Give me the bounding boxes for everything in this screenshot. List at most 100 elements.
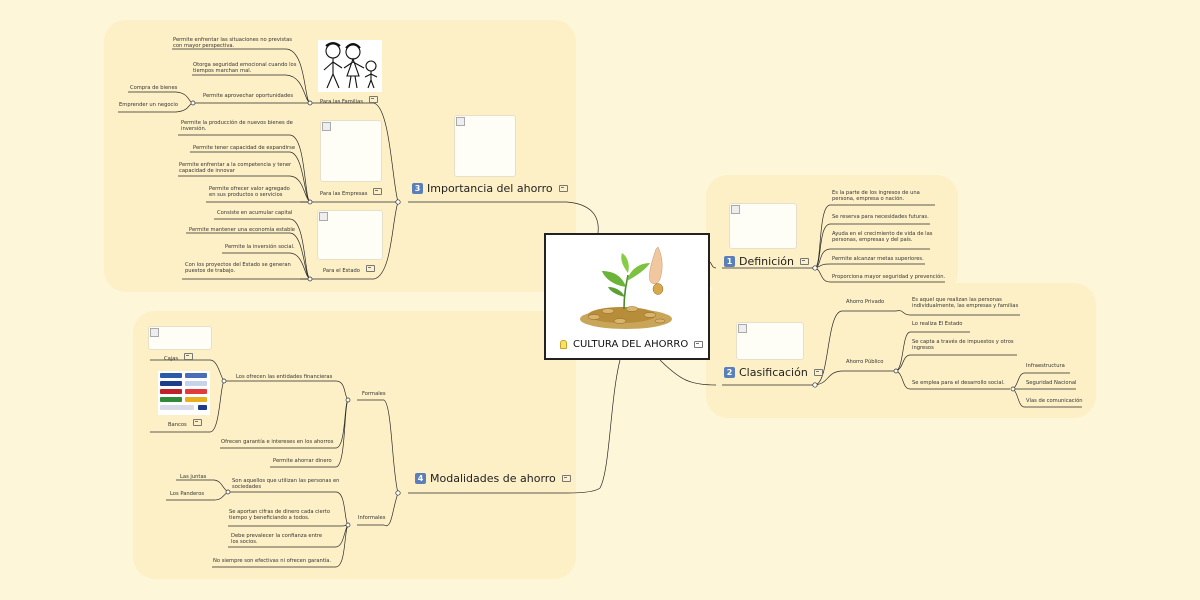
node-item[interactable]: Lo realiza El Estado: [912, 321, 963, 327]
plant-coins-illustration: [580, 246, 672, 329]
node-cajas[interactable]: Cajas: [164, 353, 194, 362]
number-badge: 3: [412, 183, 423, 194]
node-para-familias-label: Para las Familias: [320, 99, 363, 105]
central-title-text: CULTURA DEL AHORRO: [573, 339, 689, 350]
panel-modalidades: [133, 311, 576, 579]
node-item[interactable]: Proporciona mayor seguridad y prevención…: [832, 274, 946, 280]
node-item[interactable]: Permite enfrentar las situaciones no pre…: [173, 37, 292, 50]
node-cajas-label: Cajas: [164, 356, 179, 362]
node-item[interactable]: Permite ahorrar dinero: [273, 458, 332, 464]
node-item[interactable]: Permite aprovechar oportunidades: [203, 93, 294, 99]
image-placeholder: [317, 210, 383, 260]
topic-clasificacion-label: Clasificación: [739, 366, 808, 379]
number-badge: 2: [724, 367, 735, 378]
node-item[interactable]: Permite enfrentar a la competencia y ten…: [179, 162, 292, 175]
node-item[interactable]: Se emplea para el desarrollo social.: [912, 380, 1005, 386]
note-icon[interactable]: [365, 265, 375, 272]
note-icon[interactable]: [373, 188, 383, 195]
node-ahorro-publico[interactable]: Ahorro Público: [846, 359, 884, 365]
broken-image-icon: [319, 212, 328, 221]
note-icon[interactable]: [192, 419, 202, 426]
note-icon[interactable]: [558, 185, 568, 192]
node-item[interactable]: Infraestructura: [1026, 363, 1065, 369]
node-item[interactable]: Seguridad Nacional: [1026, 380, 1077, 386]
node-informales[interactable]: Informales: [358, 515, 386, 521]
bank-logo: [185, 373, 207, 378]
node-item[interactable]: Ayuda en el crecimiento de vida de las p…: [832, 231, 933, 244]
broken-image-icon: [738, 324, 747, 333]
bank-logo: [185, 397, 207, 402]
note-icon[interactable]: [800, 258, 809, 265]
node-item[interactable]: Emprender un negocio: [119, 102, 179, 108]
bank-logo: [160, 381, 182, 386]
image-placeholder: [454, 115, 516, 177]
bank-logo: [185, 389, 207, 394]
node-item[interactable]: Se reserva para necesidades futuras.: [832, 214, 929, 220]
node-item[interactable]: Son aquellos que utilizan las personas e…: [232, 478, 340, 491]
node-para-empresas[interactable]: Para las Empresas: [320, 188, 383, 197]
node-item[interactable]: No siempre son efectivas ni ofrecen gara…: [213, 558, 332, 564]
node-item[interactable]: Es la parte de los ingresos de una perso…: [832, 190, 920, 203]
node-para-estado[interactable]: Para el Estado: [323, 265, 375, 274]
node-bancos[interactable]: Bancos: [168, 419, 202, 428]
node-item[interactable]: Se capta a través de impuestos y otros i…: [912, 339, 1014, 352]
topic-importancia[interactable]: 3 Importancia del ahorro: [412, 182, 568, 195]
node-ahorro-privado[interactable]: Ahorro Privado: [846, 299, 885, 305]
bank-logo: [160, 405, 194, 410]
note-icon[interactable]: [184, 353, 194, 360]
note-icon[interactable]: [368, 96, 378, 103]
number-badge: 1: [724, 256, 735, 267]
node-item[interactable]: Debe prevalecer la confianza entre los s…: [231, 533, 323, 546]
topic-modalidades[interactable]: 4 Modalidades de ahorro: [415, 472, 571, 485]
node-para-estado-label: Para el Estado: [323, 268, 360, 274]
image-placeholder: [320, 120, 382, 182]
family-illustration: [318, 40, 382, 92]
central-topic[interactable]: CULTURA DEL AHORRO: [544, 233, 710, 360]
node-item[interactable]: Las juntas: [180, 474, 207, 480]
number-badge: 4: [415, 473, 426, 484]
bank-logo: [185, 381, 207, 386]
banks-logos: [158, 371, 210, 415]
node-item[interactable]: Es aquel que realizan las personas indiv…: [912, 297, 1019, 310]
central-title: CULTURA DEL AHORRO: [560, 339, 704, 350]
node-item[interactable]: Consiste en acumular capital: [217, 210, 293, 216]
broken-image-icon: [456, 117, 465, 126]
node-item[interactable]: Ofrecen garantía e intereses en los ahor…: [221, 439, 334, 445]
node-item[interactable]: Los ofrecen las entidades financieras: [236, 374, 333, 380]
image-placeholder: [736, 322, 804, 360]
node-item[interactable]: Los Panderos: [170, 491, 205, 497]
node-item[interactable]: Vías de comunicación: [1026, 398, 1083, 404]
node-item[interactable]: Compra de bienes: [130, 85, 178, 91]
topic-clasificacion[interactable]: 2 Clasificación: [724, 366, 823, 379]
image-placeholder: [148, 326, 212, 350]
node-para-empresas-label: Para las Empresas: [320, 191, 368, 197]
node-item[interactable]: Permite mantener una economía estable: [189, 227, 295, 233]
node-item[interactable]: Permite ofrecer valor agregado en sus pr…: [209, 186, 290, 199]
node-item[interactable]: Permite la inversión social.: [225, 244, 295, 250]
bank-logo: [160, 389, 182, 394]
node-item[interactable]: Otorga seguridad emocional cuando los ti…: [193, 62, 297, 75]
note-icon[interactable]: [813, 369, 823, 376]
broken-image-icon: [731, 205, 740, 214]
topic-importancia-label: Importancia del ahorro: [427, 182, 553, 195]
node-para-familias[interactable]: Para las Familias: [320, 96, 378, 105]
bank-logo: [160, 397, 182, 402]
node-item[interactable]: Permite tener capacidad de expandirse: [193, 145, 296, 151]
node-item[interactable]: Permite la producción de nuevos bienes d…: [181, 120, 293, 133]
broken-image-icon: [322, 122, 331, 131]
note-icon[interactable]: [561, 475, 571, 482]
image-placeholder: [729, 203, 797, 249]
node-item[interactable]: Se aportan cifras de dinero cada cierto …: [229, 509, 331, 522]
broken-image-icon: [150, 328, 159, 337]
node-bancos-label: Bancos: [168, 422, 187, 428]
topic-definicion-label: Definición: [739, 255, 794, 268]
topic-definicion[interactable]: 1 Definición: [724, 255, 809, 268]
bank-logo: [198, 405, 207, 410]
note-icon[interactable]: [694, 341, 704, 348]
node-item[interactable]: Permite alcanzar metas superiores.: [832, 256, 924, 262]
node-formales[interactable]: Formales: [362, 391, 386, 397]
topic-modalidades-label: Modalidades de ahorro: [430, 472, 556, 485]
lightbulb-icon: [560, 340, 567, 349]
node-item[interactable]: Con los proyectos del Estado se generan …: [185, 262, 291, 275]
bank-logo: [160, 373, 182, 378]
